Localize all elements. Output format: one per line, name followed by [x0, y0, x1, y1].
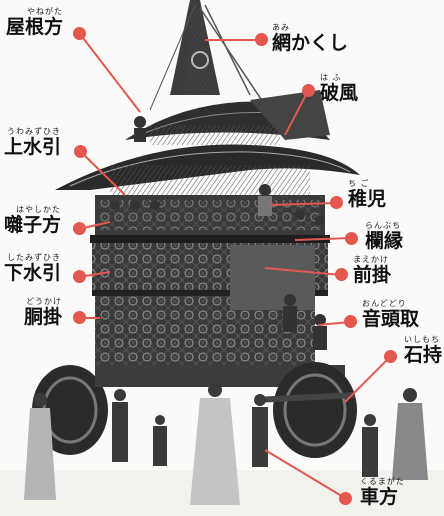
- label-chigo: ち ご稚児: [348, 179, 387, 210]
- dot-ranbuchi: [345, 232, 358, 245]
- float-wheels: [32, 362, 357, 458]
- dot-uwamizuhiki: [74, 145, 87, 158]
- dot-chigo: [330, 196, 343, 209]
- label-hayashikata: はやしかた囃子方: [4, 205, 62, 236]
- label-shitamizuhiki: したみずひき下水引: [4, 253, 62, 284]
- upper-roof: [125, 90, 330, 145]
- label-uwamizuhiki: うわみずひき上水引: [4, 127, 62, 158]
- dot-amikakushi: [255, 33, 268, 46]
- dot-hayashikata: [73, 222, 86, 235]
- label-amikakushi: あみ網かくし: [272, 23, 349, 54]
- float-body: [90, 195, 330, 366]
- dot-maekake: [335, 268, 348, 281]
- label-ishimochi: いしもち石持: [404, 335, 443, 366]
- label-maekake: まえかけ前掛: [353, 255, 392, 286]
- ground-people: [24, 383, 428, 505]
- main-roof: [55, 144, 360, 195]
- label-hafu: は ふ破風: [320, 73, 359, 104]
- hoko-pole: [149, 0, 276, 121]
- dot-shitamizuhiki: [73, 270, 86, 283]
- label-ranbuchi: らんぶち欄縁: [365, 221, 404, 252]
- dot-doukake: [73, 311, 86, 324]
- dot-ishimochi: [384, 350, 397, 363]
- label-kurumagata: くるまがた車方: [360, 477, 405, 508]
- dot-yanegata: [73, 27, 86, 40]
- dot-hafu: [302, 84, 315, 97]
- label-ondodori: おんどどり音頭取: [362, 299, 420, 330]
- dot-ondodori: [344, 315, 357, 328]
- float-people: [110, 116, 327, 350]
- dot-kurumagata: [339, 492, 352, 505]
- label-yanegata: やねがた屋根方: [6, 7, 64, 38]
- label-doukake: どうかけ胴掛: [24, 297, 63, 328]
